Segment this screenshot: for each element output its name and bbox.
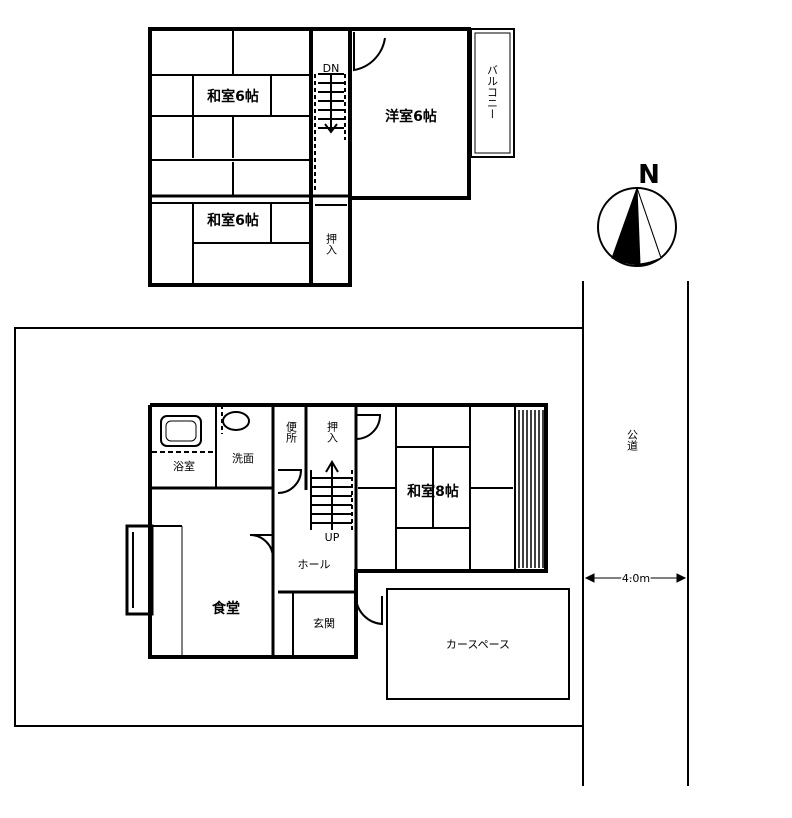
site: 4.0m 公道 <box>14 281 689 786</box>
wash-basin <box>222 411 250 431</box>
label-entrance: 玄関 <box>313 616 335 630</box>
road-width-dimension <box>584 573 687 583</box>
label-balcony: バルコニー <box>486 65 499 120</box>
upper-floor: 和室6帖 和室6帖 洋室6帖 DN 押入 バルコニー <box>148 27 515 288</box>
label-toilet: 便所 <box>285 421 298 444</box>
tatami-lines-1 <box>152 31 311 158</box>
tatami-lines-3 <box>358 407 513 569</box>
carport <box>386 588 570 700</box>
label-wa2: 和室6帖 <box>207 212 259 229</box>
label-yo: 洋室6帖 <box>385 108 437 125</box>
label-bath: 浴室 <box>173 459 195 473</box>
north-arrow-icon: N <box>597 160 677 267</box>
label-wa1: 和室6帖 <box>207 88 259 105</box>
label-closet-gf: 押入 <box>326 420 339 443</box>
label-wa8: 和室8帖 <box>407 483 459 500</box>
balcony <box>470 28 515 158</box>
ground-outer-wall <box>148 403 548 659</box>
ground-stairs <box>310 460 353 530</box>
site-boundary <box>14 327 583 727</box>
veranda <box>518 410 544 568</box>
tatami-lines-2 <box>152 162 311 283</box>
label-hall: ホール <box>298 558 331 571</box>
label-north: N <box>638 160 660 190</box>
bay-window <box>125 524 154 616</box>
label-road: 公道 <box>626 429 639 451</box>
label-road-width: 4.0m <box>622 572 650 585</box>
upper-stairs <box>314 73 346 190</box>
label-up: UP <box>325 531 340 544</box>
label-wash: 洗面 <box>232 452 254 465</box>
ground-floor: 和室8帖 浴室 洗面 便所 押入 UP ホール 食堂 玄関 カースペース <box>125 403 570 700</box>
label-carport: カースペース <box>446 638 510 651</box>
label-dining: 食堂 <box>212 600 240 617</box>
bathtub <box>160 415 202 447</box>
label-closet-up: 押入 <box>325 232 338 255</box>
label-dn: DN <box>323 62 340 75</box>
door-yo <box>353 32 386 72</box>
